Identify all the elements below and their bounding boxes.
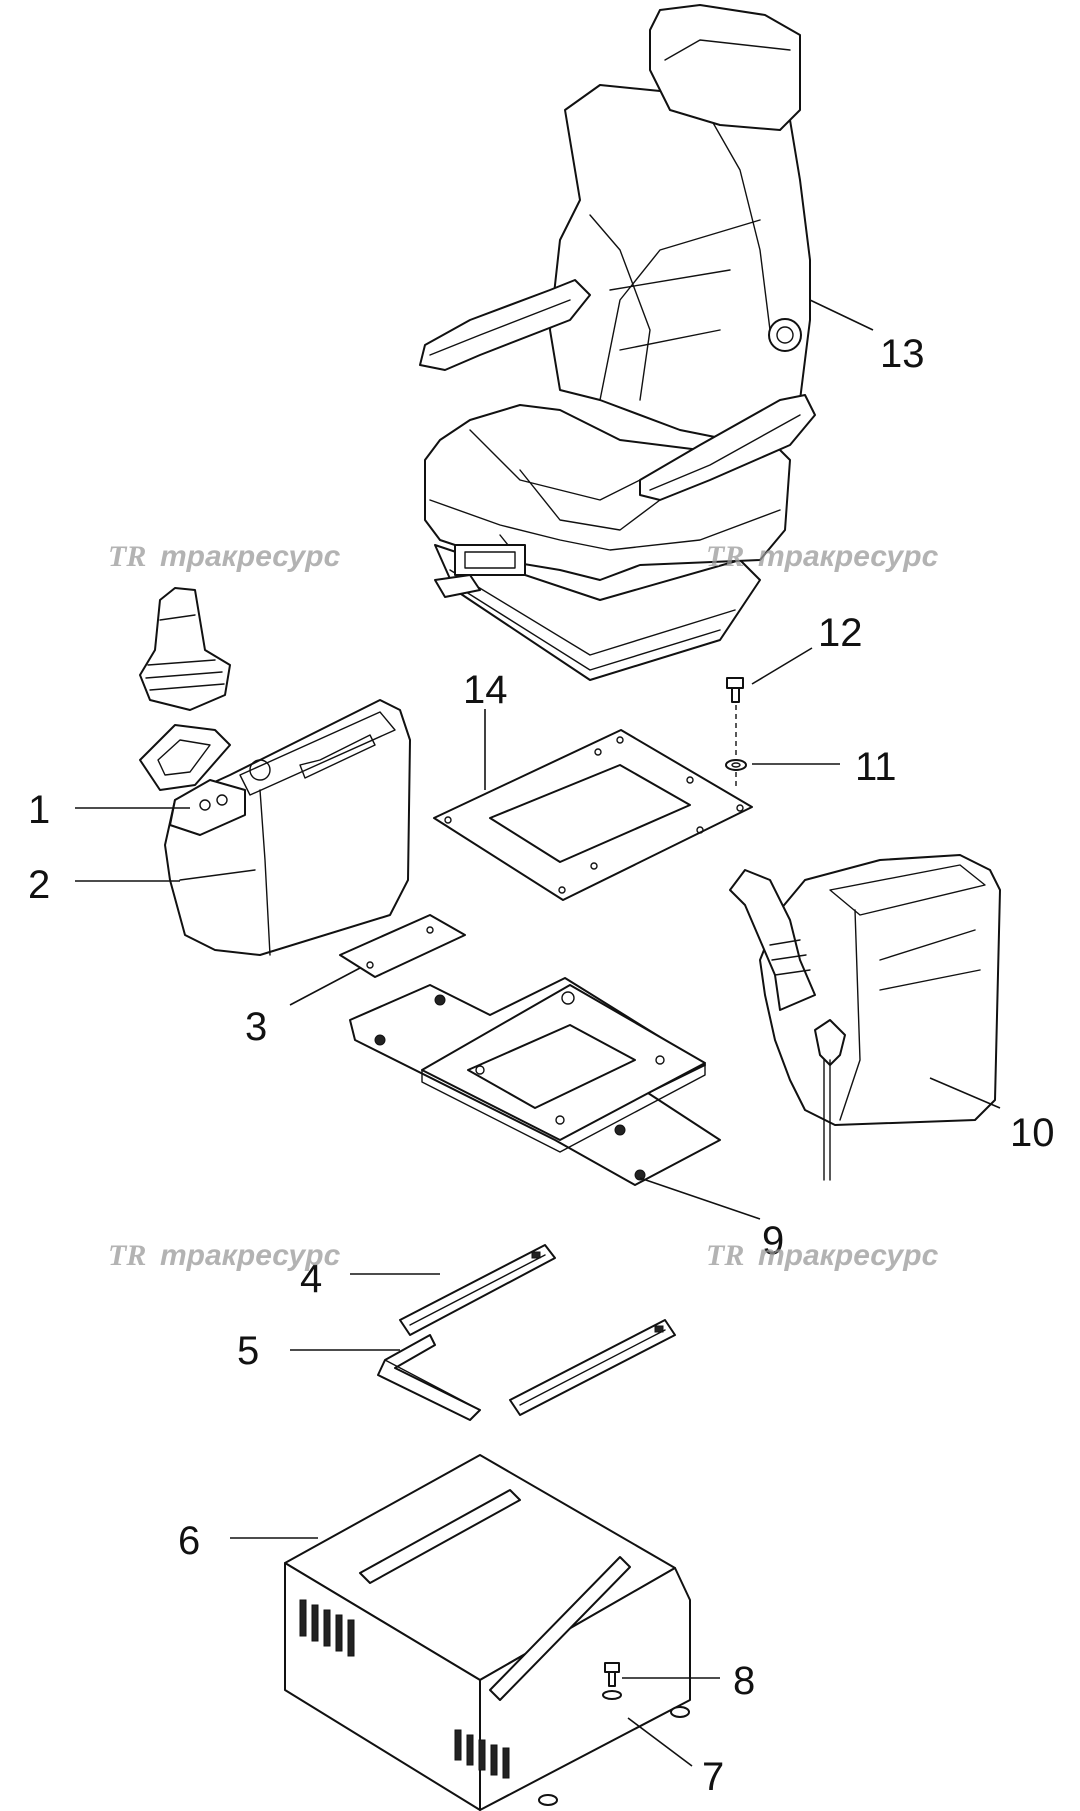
callout-8: 8: [733, 1659, 755, 1703]
base-washer: [602, 1690, 622, 1700]
callout-7: 7: [702, 1755, 724, 1799]
watermark-3: TR тракресурс: [108, 1239, 341, 1272]
lumbar-adjust-knob-icon: [768, 318, 802, 352]
watermark-logo: TR: [108, 540, 146, 573]
callout-labels: 1 2 3 4 5 6 7 8 9 10 11 12 13 14: [28, 332, 1055, 1799]
washer: [725, 759, 747, 771]
callout-10: 10: [1010, 1111, 1055, 1155]
small-shim-plate: [339, 914, 466, 978]
watermark-text: тракресурс: [160, 540, 341, 573]
watermark-text: тракресурс: [758, 1239, 939, 1272]
callout-12: 12: [818, 611, 863, 655]
mounting-bolt: [726, 677, 744, 703]
callout-14: 14: [463, 668, 508, 712]
callout-4: 4: [300, 1257, 322, 1301]
base-bolt: [604, 1662, 620, 1687]
watermark-logo: TR: [706, 1239, 744, 1272]
callout-6: 6: [178, 1519, 200, 1563]
seat-base-box: [284, 1454, 691, 1811]
watermark-logo: TR: [706, 540, 744, 573]
callout-2: 2: [28, 863, 50, 907]
callout-9: 9: [762, 1219, 784, 1263]
watermark-logo: TR: [108, 1239, 146, 1272]
adapter-frame: [349, 977, 721, 1186]
callout-11: 11: [855, 745, 897, 789]
callout-3: 3: [245, 1005, 267, 1049]
watermark-text: тракресурс: [160, 1239, 341, 1272]
vent-slots-right: [454, 1729, 510, 1779]
vent-slots-left: [299, 1599, 355, 1657]
watermark-4: TR тракресурс: [706, 1239, 939, 1272]
right-control-console: [729, 854, 1001, 1181]
callout-1: 1: [28, 788, 50, 832]
seat-assembly: [419, 4, 816, 681]
watermark-1: TR тракресурс: [108, 540, 341, 573]
seat-slide-rails: [377, 1244, 676, 1421]
watermark-2: TR тракресурс: [706, 540, 939, 573]
seat-front-handle: [454, 544, 526, 576]
callout-5: 5: [237, 1329, 259, 1373]
callout-13: 13: [880, 332, 925, 376]
left-control-console: [139, 587, 411, 956]
leader-lines: [75, 299, 1001, 1767]
watermark-text: тракресурс: [758, 540, 939, 573]
top-mounting-plate: [433, 729, 753, 901]
